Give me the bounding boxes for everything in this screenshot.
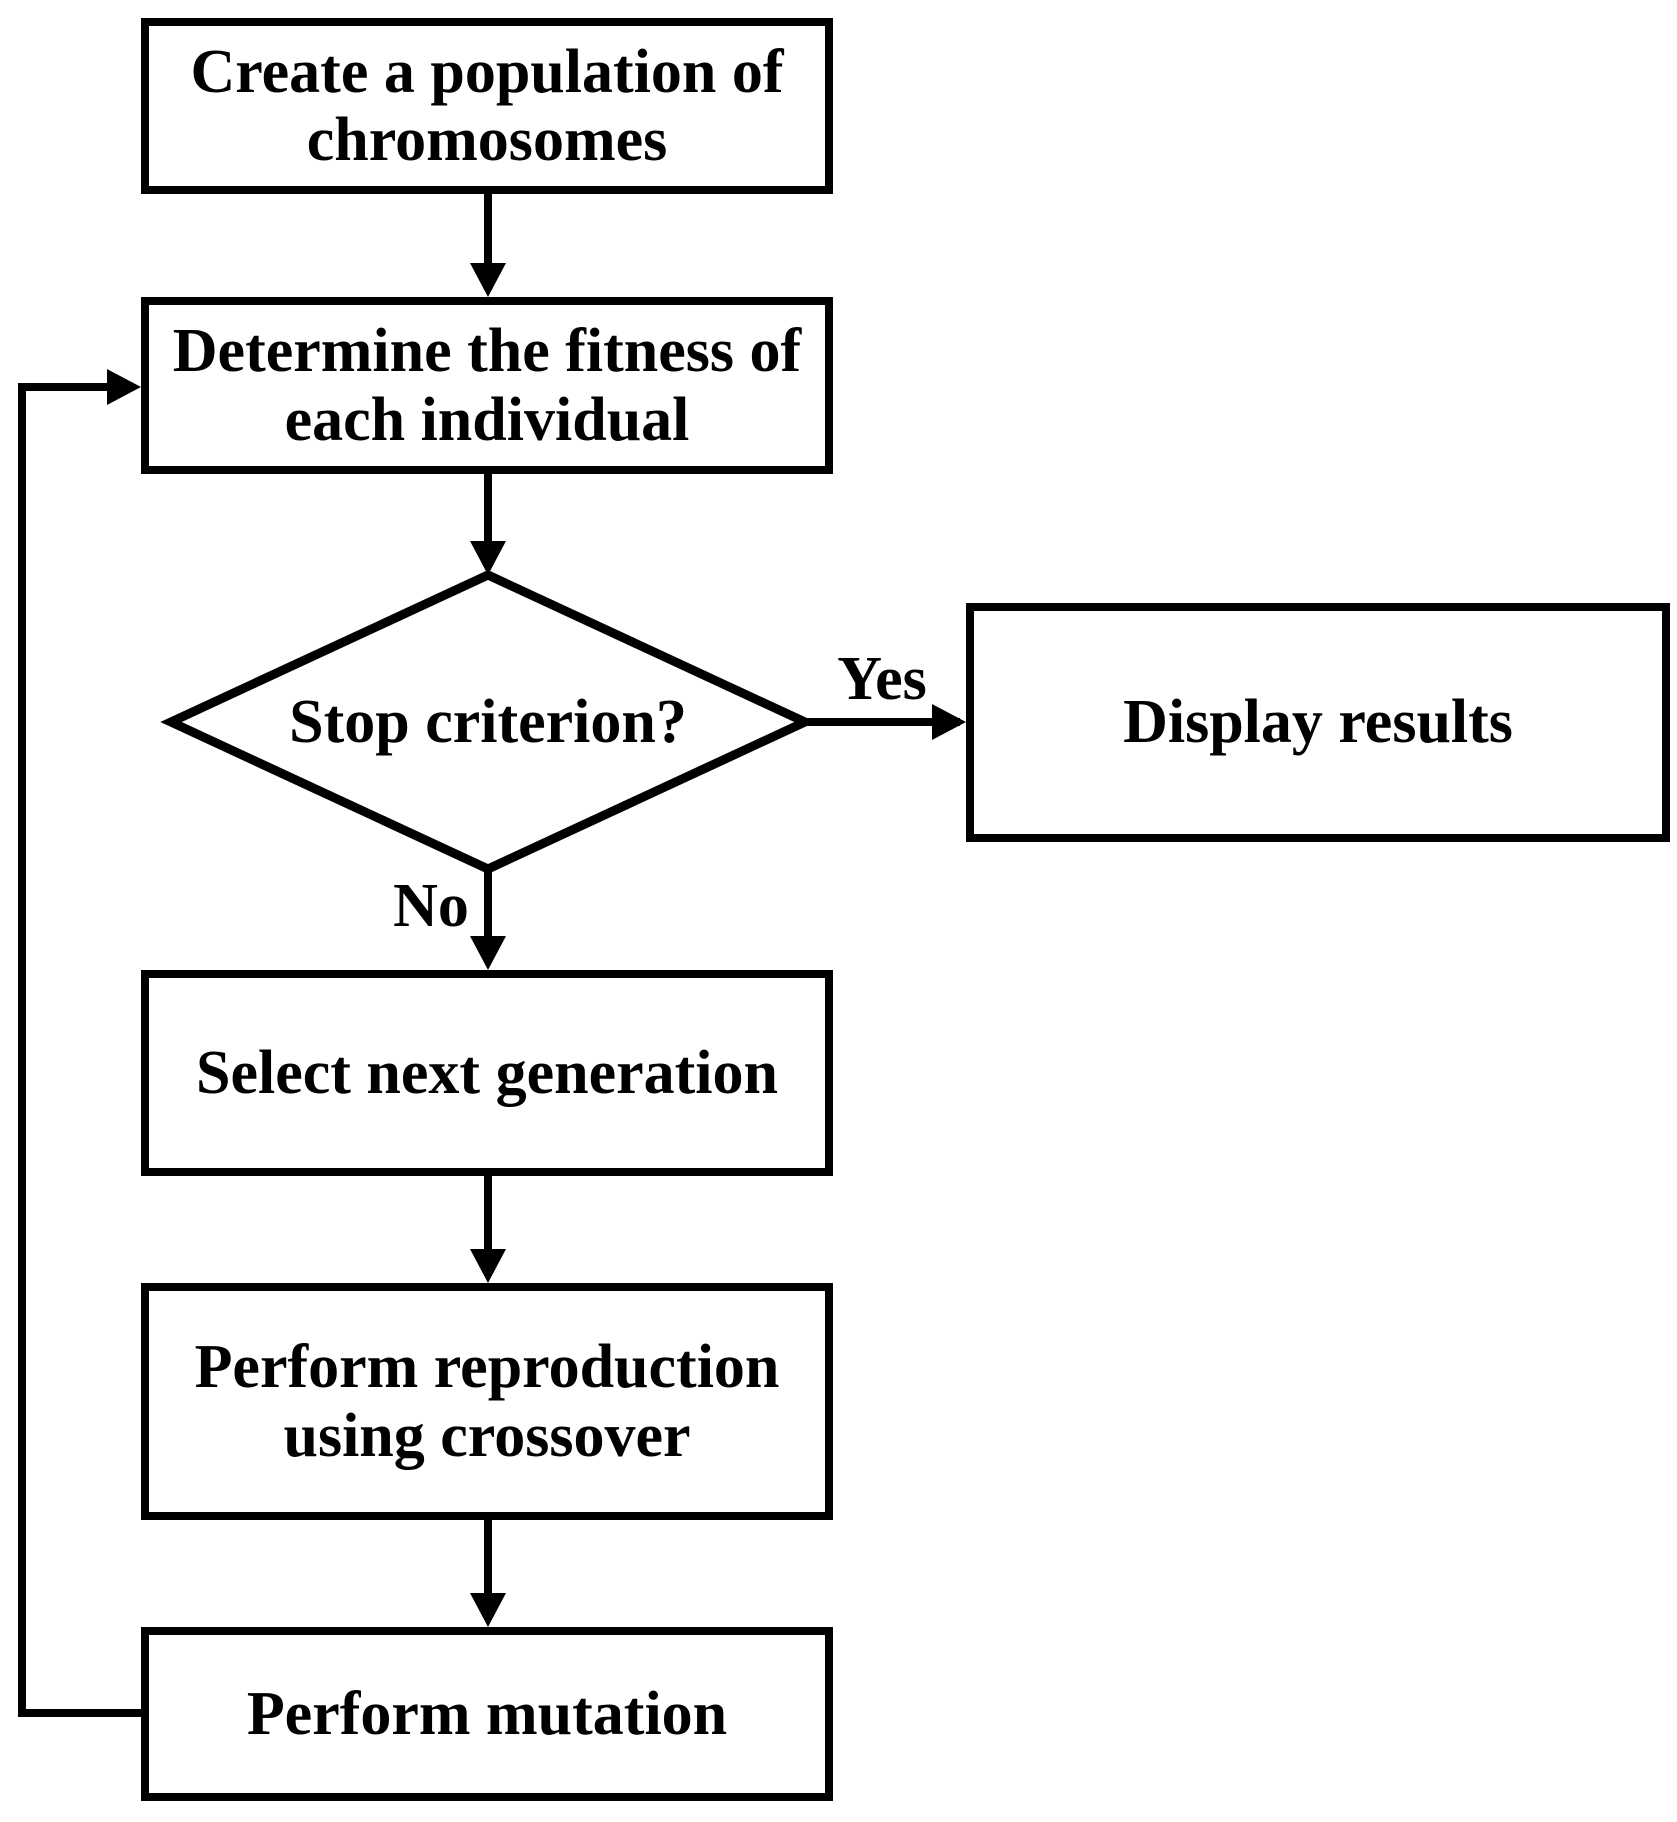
arrowhead-down-into-reproduction bbox=[470, 1249, 506, 1283]
node-perform-reproduction-line2: using crossover bbox=[283, 1401, 691, 1470]
edge-label-yes: Yes bbox=[837, 645, 927, 713]
node-create-population-label: Create a population of chromosomes bbox=[190, 38, 783, 174]
arrowhead-right-into-determine bbox=[107, 369, 141, 405]
arrowhead-down-into-mutation bbox=[470, 1593, 506, 1627]
node-determine-fitness-line1: Determine the fitness of bbox=[172, 317, 802, 386]
arrowhead-down-into-decision bbox=[470, 541, 506, 575]
node-determine-fitness: Determine the fitness of each individual bbox=[141, 297, 833, 474]
arrowhead-down-into-determine bbox=[470, 263, 506, 297]
node-determine-fitness-label: Determine the fitness of each individual bbox=[173, 317, 801, 453]
node-perform-mutation: Perform mutation bbox=[141, 1627, 833, 1801]
edge-label-no: No bbox=[393, 872, 469, 940]
node-display-results: Display results bbox=[966, 603, 1670, 842]
node-select-next-generation: Select next generation bbox=[141, 970, 833, 1176]
node-select-next-generation-label: Select next generation bbox=[196, 1038, 778, 1107]
node-perform-reproduction-label: Perform reproduction using crossover bbox=[195, 1333, 780, 1469]
node-perform-reproduction: Perform reproduction using crossover bbox=[141, 1283, 833, 1520]
node-create-population-line1: Create a population of bbox=[190, 37, 784, 106]
arrowhead-down-into-select bbox=[470, 936, 506, 970]
node-determine-fitness-line2: each individual bbox=[284, 385, 690, 454]
node-stop-criterion-label: Stop criterion? bbox=[289, 688, 687, 756]
arrowhead-right-into-display bbox=[932, 704, 966, 740]
node-create-population-line2: chromosomes bbox=[306, 106, 668, 174]
node-perform-reproduction-line1: Perform reproduction bbox=[194, 1333, 780, 1402]
node-display-results-label: Display results bbox=[1123, 688, 1513, 757]
node-perform-mutation-label: Perform mutation bbox=[246, 1679, 728, 1748]
node-create-population: Create a population of chromosomes bbox=[141, 18, 833, 194]
connector-feedback-loop bbox=[18, 383, 145, 1717]
